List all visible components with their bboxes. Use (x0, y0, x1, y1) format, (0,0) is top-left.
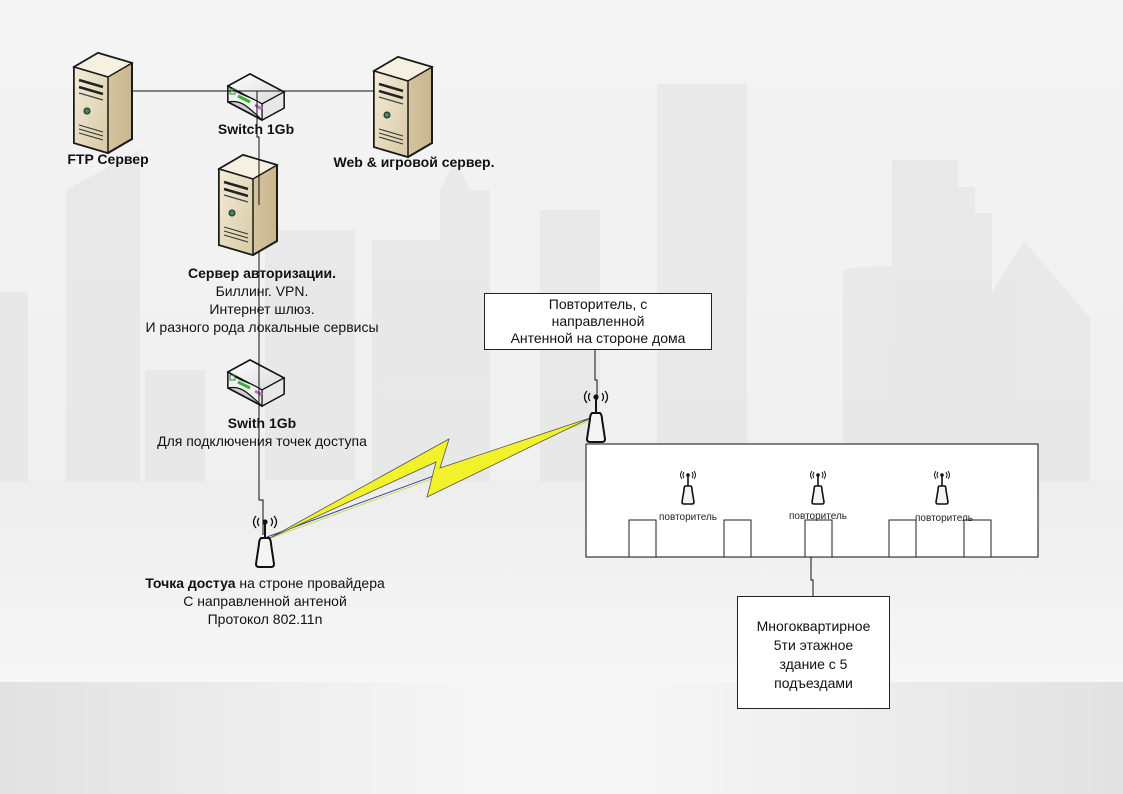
building-repeater-label: повторитель (915, 513, 973, 524)
repeater-desc-line: Повторитель, с (548, 296, 648, 312)
auth-server-line: Интернет шлюз. (209, 301, 315, 317)
access-point-title-bold: Точка достуа (145, 575, 236, 591)
building-desc-line: 5ти этажное (773, 637, 854, 653)
skyline-building (145, 370, 205, 482)
building-repeater-label: повторитель (659, 512, 717, 523)
skyline-building (657, 84, 747, 482)
auth-server-icon (217, 153, 279, 257)
building-description-box: Многоквартирное 5ти этажное здание с 5 п… (737, 596, 890, 709)
building-entrance (963, 519, 992, 558)
skyline-building (992, 241, 1090, 482)
repeater-antenna-icon (583, 390, 609, 443)
ftp-server-label: FTP Сервер (67, 151, 149, 167)
building-entrance (888, 519, 917, 558)
repeater-description-box: Повторитель, с направленной Антенной на … (484, 293, 712, 350)
wireless-link (266, 417, 593, 540)
skyline-building (66, 150, 140, 482)
skyline-building (265, 230, 355, 480)
repeater-desc-line: направленной (551, 313, 645, 329)
building-desc-line: подъездами (774, 675, 853, 691)
background-floor (0, 682, 1123, 794)
switch-top-label: Switch 1Gb (217, 121, 295, 137)
link-building-desc (810, 557, 814, 596)
building-desc-line: здание с 5 (779, 656, 848, 672)
building-entrance (628, 519, 657, 558)
switch-bottom-label: Swith 1Gb Для подключения точек доступа (157, 414, 367, 450)
building-repeater-label: повторитель (789, 511, 847, 522)
access-point-label: Точка достуа на строне провайдера С напр… (145, 574, 385, 628)
link-repeater-box-antenna (594, 350, 598, 400)
access-point-line: С направленной антеной (183, 593, 347, 609)
auth-server-label: Сервер авторизации. Биллинг. VPN. Интерн… (145, 264, 378, 336)
repeater-desc-line: Антенной на стороне дома (510, 330, 686, 346)
skyline-building (372, 240, 490, 482)
auth-server-line: И разного рода локальные сервисы (145, 319, 379, 335)
building-entrance (723, 519, 752, 558)
web-server-label: Web & игровой сервер. (333, 154, 495, 170)
switch-bottom-icon (226, 358, 286, 408)
building-entrance (804, 519, 833, 558)
switch-top-icon (226, 72, 286, 122)
ftp-server-icon (72, 51, 134, 155)
auth-server-title: Сервер авторизации. (188, 265, 336, 281)
skyline-building (0, 292, 28, 482)
switch-bottom-subtitle: Для подключения точек доступа (157, 433, 367, 449)
auth-server-line: Биллинг. VPN. (215, 283, 309, 299)
access-point-title-rest: на строне провайдера (235, 575, 385, 591)
building-desc-line: Многоквартирное (756, 618, 871, 634)
access-point-antenna-icon (252, 515, 278, 568)
switch-bottom-title: Swith 1Gb (227, 415, 297, 431)
web-server-icon (372, 55, 434, 159)
access-point-line: Протокол 802.11n (207, 611, 323, 627)
access-point-title: Точка достуа на строне провайдера (145, 574, 385, 592)
skyline-building (843, 160, 992, 482)
